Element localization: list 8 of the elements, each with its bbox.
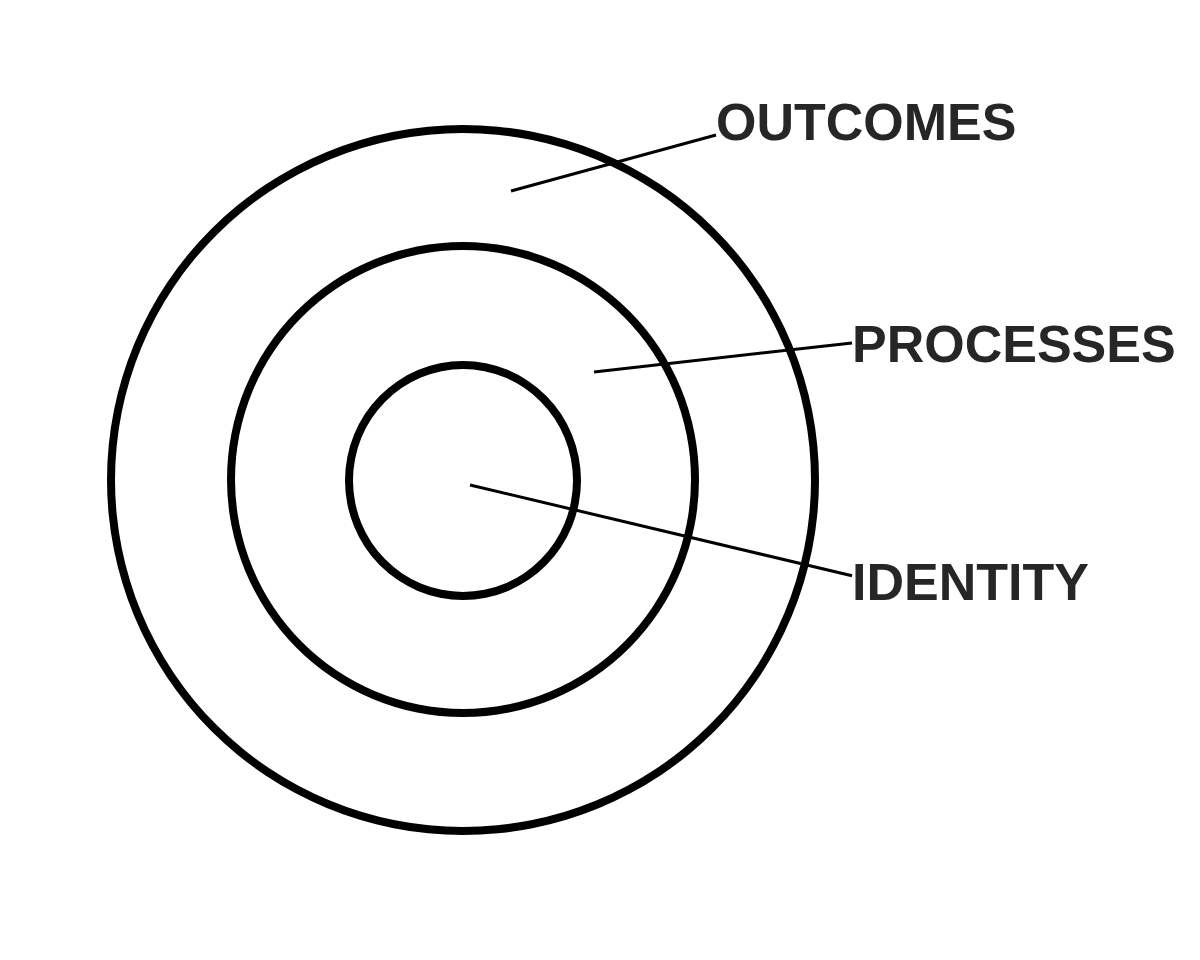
inner-circle	[345, 361, 581, 600]
leader-line	[510, 133, 717, 193]
middle-circle	[227, 242, 699, 717]
leader-line	[593, 341, 853, 374]
ring-label: PROCESSES	[852, 318, 1176, 370]
ring-label: OUTCOMES	[716, 96, 1017, 148]
ring-label: IDENTITY	[852, 556, 1089, 608]
leader-line	[469, 483, 853, 578]
